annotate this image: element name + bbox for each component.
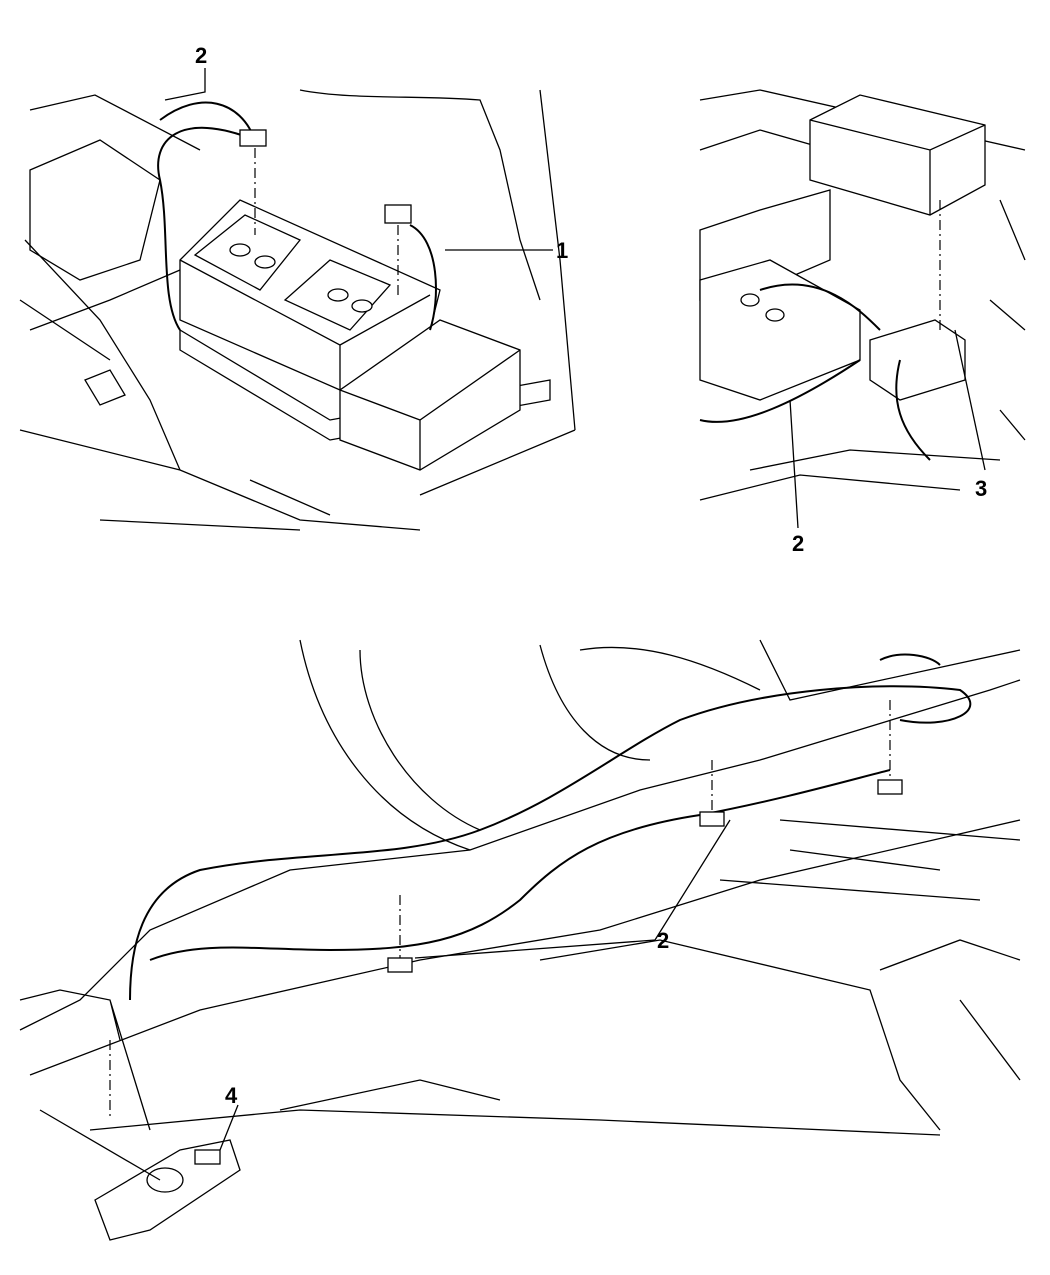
callout-3: 3 [975, 476, 988, 501]
view-fuse-box-area [699, 89, 1026, 529]
callout-2-bottom: 2 [657, 928, 670, 953]
view-battery-compartment [19, 68, 576, 531]
view-underbody [19, 639, 1021, 1136]
callout-1: 1 [556, 238, 569, 263]
callout-2-top-right: 2 [792, 531, 805, 556]
callout-2-top-left: 2 [195, 43, 208, 68]
part-4-sensor [39, 1104, 241, 1241]
callout-4: 4 [225, 1083, 238, 1108]
